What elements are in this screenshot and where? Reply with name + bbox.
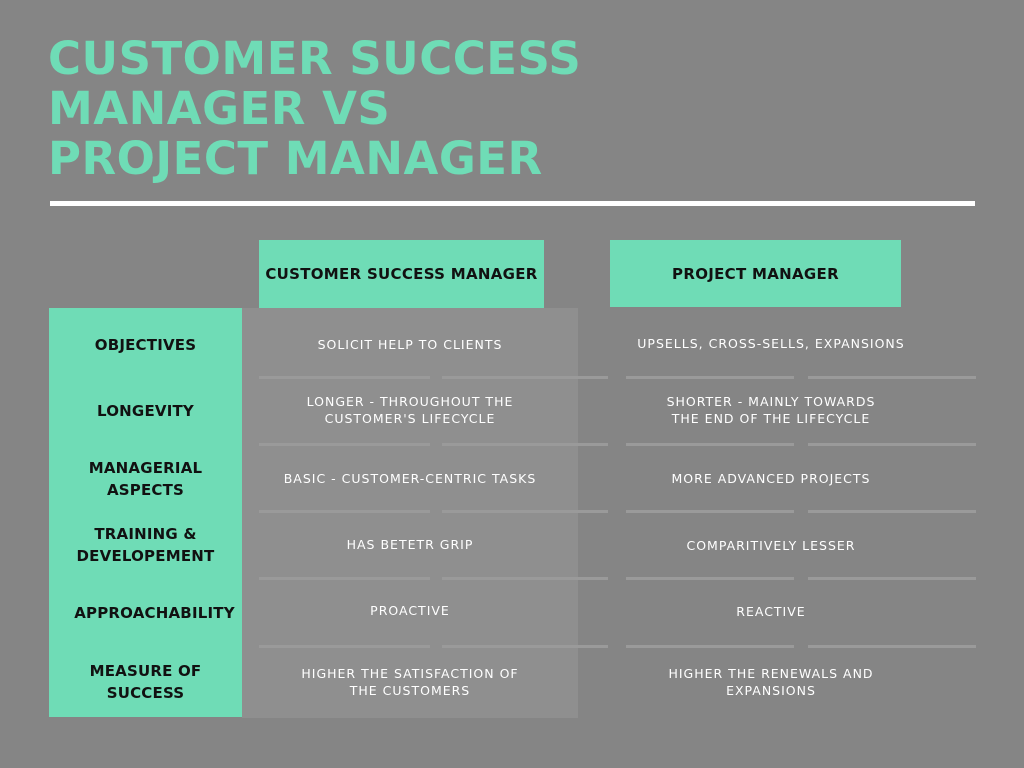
row-label-longevity: LONGEVITY: [97, 402, 194, 420]
cell-csm-managerial-aspects: BASIC - CUSTOMER-CENTRIC TASKS: [283, 470, 537, 486]
row-separator: [808, 510, 976, 513]
row-label-training-development: TRAINING & DEVELOPEMENT: [76, 525, 215, 565]
row-separator: [626, 376, 794, 379]
row-label-measure-of-success: MEASURE OF SUCCESS: [89, 662, 202, 702]
cell-pm-approachability: REACTIVE: [736, 603, 806, 619]
title-line-1: CUSTOMER SUCCESS: [48, 32, 582, 85]
row-separator: [259, 577, 430, 580]
row-separator: [808, 577, 976, 580]
title-line-3: PROJECT MANAGER: [48, 132, 543, 185]
row-separator: [626, 443, 794, 446]
row-separator: [808, 443, 976, 446]
row-separator: [442, 510, 608, 513]
row-label-objectives: OBJECTIVES: [94, 336, 197, 354]
row-separator: [259, 376, 430, 379]
cell-csm-measure-of-success: HIGHER THE SATISFACTION OF THE CUSTOMERS: [301, 666, 519, 698]
page-title: CUSTOMER SUCCESS MANAGER VS PROJECT MANA…: [48, 34, 648, 184]
row-separator: [442, 376, 608, 379]
cell-csm-approachability: PROACTIVE: [370, 602, 450, 618]
title-divider: [50, 201, 975, 206]
row-separator: [626, 645, 794, 648]
row-label-managerial-aspects: MANAGERIAL ASPECTS: [88, 459, 203, 499]
cell-csm-objectives: SOLICIT HELP TO CLIENTS: [317, 336, 503, 352]
row-separator: [259, 510, 430, 513]
row-separator: [442, 443, 608, 446]
row-separator: [808, 645, 976, 648]
row-label-panel: [49, 308, 242, 717]
cell-pm-objectives: UPSELLS, CROSS-SELLS, EXPANSIONS: [637, 335, 905, 351]
row-separator: [442, 577, 608, 580]
row-separator: [442, 645, 608, 648]
column-header-pm: PROJECT MANAGER: [610, 240, 901, 307]
column-header-csm: CUSTOMER SUCCESS MANAGER: [259, 240, 544, 308]
row-separator: [259, 645, 430, 648]
cell-pm-longevity: SHORTER - MAINLY TOWARDS THE END OF THE …: [666, 394, 876, 426]
row-separator: [626, 510, 794, 513]
cell-pm-managerial-aspects: MORE ADVANCED PROJECTS: [671, 470, 871, 486]
row-separator: [626, 577, 794, 580]
title-line-2: MANAGER VS: [48, 82, 391, 135]
csm-column-panel: [242, 308, 578, 718]
cell-csm-longevity: LONGER - THROUGHOUT THE CUSTOMER'S LIFEC…: [306, 394, 514, 426]
cell-csm-training-development: HAS BETETR GRIP: [346, 536, 474, 552]
cell-pm-training-development: COMPARITIVELY LESSER: [686, 537, 856, 553]
row-label-approachability: APPROACHABILITY: [74, 604, 235, 622]
cell-pm-measure-of-success: HIGHER THE RENEWALS AND EXPANSIONS: [668, 666, 874, 698]
row-separator: [259, 443, 430, 446]
row-separator: [808, 376, 976, 379]
